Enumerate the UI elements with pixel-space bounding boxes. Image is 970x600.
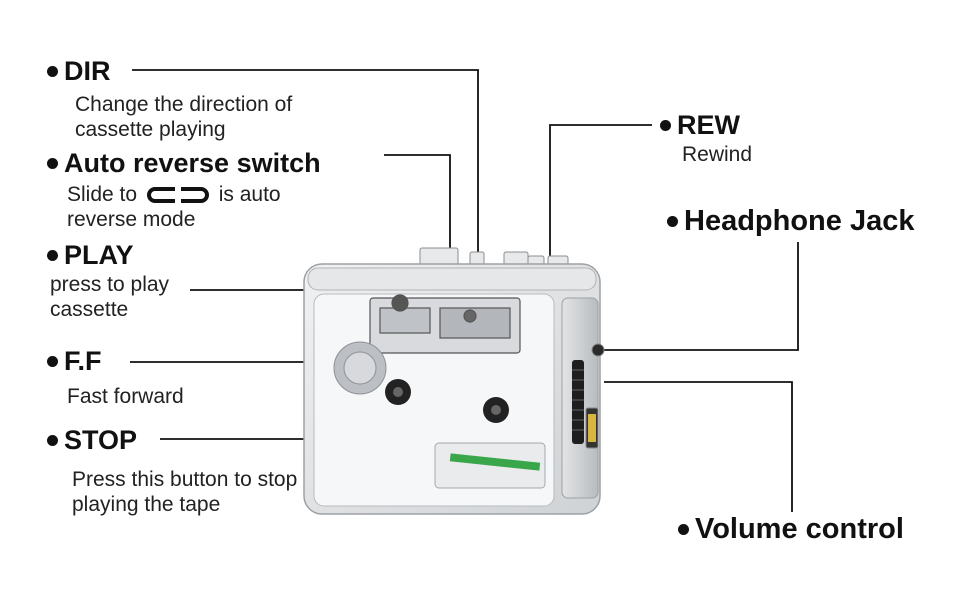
cassette-player-image [303, 247, 605, 515]
bullet-icon [47, 434, 58, 446]
dir-description: Change the direction of cassette playing [75, 93, 293, 141]
volume-leader-line [604, 381, 793, 512]
auto-reverse-leader-line [384, 154, 451, 254]
bullet-icon [660, 119, 671, 131]
headphone-leader-line [604, 242, 799, 351]
stop-callout: STOP Press this button to stop playing t… [47, 425, 297, 517]
bullet-icon [678, 523, 689, 535]
ff-title: F.F [47, 346, 184, 376]
volume-title: Volume control [678, 514, 904, 544]
auto-reverse-callout: Auto reverse switch Slide to is auto rev… [47, 148, 321, 232]
rew-callout: REW Rewind [660, 110, 752, 167]
volume-callout: Volume control [678, 514, 904, 544]
bullet-icon [47, 355, 58, 367]
play-title: PLAY [47, 240, 169, 270]
auto-reverse-description: Slide to is auto reverse mode [67, 183, 281, 231]
rew-title: REW [660, 110, 752, 140]
rew-description: Rewind [682, 143, 753, 166]
headphone-title: Headphone Jack [667, 206, 914, 236]
bullet-icon [47, 249, 58, 261]
dir-callout: DIR Change the direction of cassette pla… [47, 56, 292, 142]
rew-leader-line [549, 124, 652, 260]
stop-description: Press this button to stop playing the ta… [72, 468, 298, 516]
ff-callout: F.F Fast forward [47, 346, 184, 409]
headphone-callout: Headphone Jack [667, 206, 914, 236]
dir-leader-line [132, 69, 479, 258]
bullet-icon [47, 65, 58, 77]
auto-reverse-loop-icon [146, 187, 209, 204]
bullet-icon [47, 157, 58, 169]
play-description: press to play cassette [50, 273, 170, 321]
auto-reverse-title: Auto reverse switch [47, 148, 321, 178]
play-callout: PLAY press to play cassette [47, 240, 169, 322]
ff-description: Fast forward [67, 385, 184, 408]
dir-title: DIR [47, 56, 292, 86]
bullet-icon [667, 215, 678, 227]
stop-title: STOP [47, 425, 297, 455]
